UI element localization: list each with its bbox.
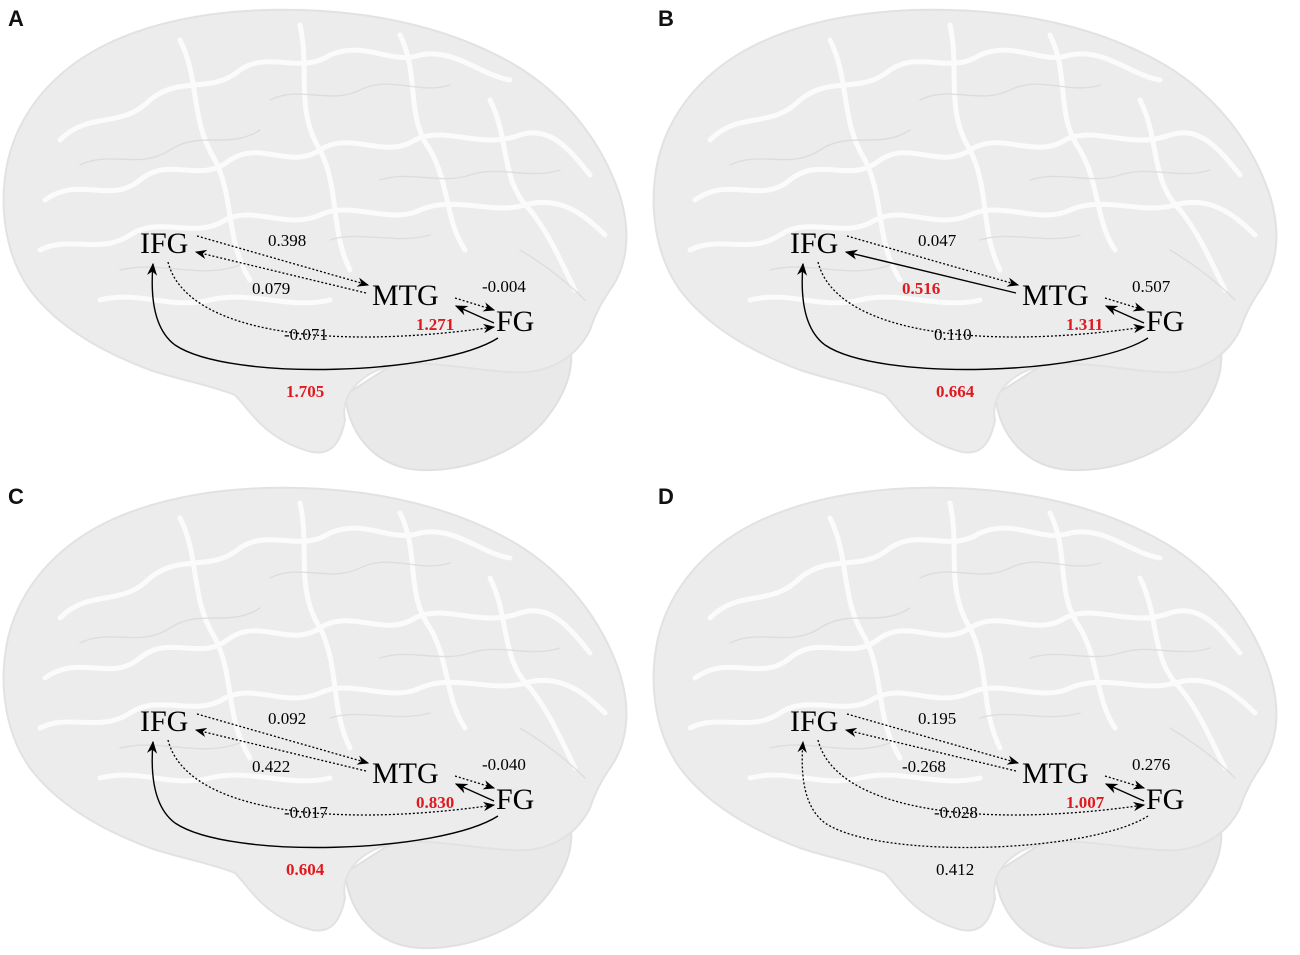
arrow-ifg-to-mtg — [196, 713, 370, 765]
brain-illustration — [652, 8, 1278, 472]
value-fg-to-mtg: 0.830 — [416, 793, 454, 812]
panel-letter: D — [658, 484, 674, 509]
value-mtg-to-ifg: 0.079 — [252, 279, 290, 298]
arrow-ifg-to-mtg — [846, 235, 1020, 287]
panel-b: B IFG MTG FG 0.047 0.516 0.507 1.311 0.1… — [650, 0, 1300, 477]
value-ifg-to-mtg: 0.092 — [268, 709, 306, 728]
cerebrum-shape — [2, 486, 628, 932]
value-ifg-to-mtg: 0.047 — [918, 231, 957, 250]
brain-connectivity-diagram: IFG MTG FG 0.092 0.422 -0.040 0.830 -0.0… — [2, 486, 628, 950]
arrow-fg-to-mtg — [454, 305, 495, 324]
gyri-pattern — [687, 22, 1258, 306]
region-label-mtg: MTG — [1022, 279, 1089, 312]
panel-a: A IFG MTG FG 0.398 0.079 -0.004 1.271 -0… — [0, 0, 650, 477]
value-fg-to-ifg: 0.412 — [936, 860, 974, 879]
panel-letter: B — [658, 6, 674, 31]
value-fg-to-mtg: 1.311 — [1066, 315, 1103, 334]
value-mtg-to-fg: -0.004 — [482, 277, 526, 296]
value-ifg-to-mtg: 0.398 — [268, 231, 306, 250]
brain-connectivity-diagram: IFG MTG FG 0.047 0.516 0.507 1.311 0.110… — [652, 8, 1278, 472]
arrow-fg-to-ifg — [147, 740, 499, 849]
panel-letter: A — [8, 6, 24, 31]
cerebrum-shape — [2, 8, 628, 454]
arrow-ifg-to-mtg — [196, 235, 370, 287]
region-label-mtg: MTG — [372, 757, 439, 790]
brain-illustration — [2, 8, 628, 472]
region-label-ifg: IFG — [790, 705, 838, 738]
arrow-mtg-to-fg — [454, 775, 496, 790]
value-fg-to-mtg: 1.271 — [416, 315, 454, 334]
region-label-ifg: IFG — [790, 227, 838, 260]
gyri-pattern — [37, 500, 608, 784]
value-ifg-to-fg: -0.017 — [284, 803, 328, 822]
value-ifg-to-fg: -0.071 — [284, 325, 328, 344]
region-label-fg: FG — [496, 783, 534, 816]
value-ifg-to-fg: 0.110 — [934, 325, 972, 344]
value-mtg-to-fg: 0.276 — [1132, 755, 1170, 774]
gyri-pattern — [687, 500, 1258, 784]
value-fg-to-ifg: 1.705 — [286, 382, 324, 401]
value-mtg-to-ifg: 0.422 — [252, 757, 290, 776]
arrow-mtg-to-fg — [1104, 297, 1146, 312]
region-label-ifg: IFG — [140, 227, 188, 260]
sulci-pattern — [729, 561, 1236, 779]
arrow-mtg-to-fg — [454, 297, 496, 312]
arrow-mtg-to-ifg — [844, 249, 1017, 294]
value-mtg-to-fg: -0.040 — [482, 755, 526, 774]
region-label-fg: FG — [496, 305, 534, 338]
arrow-fg-to-mtg — [1104, 783, 1145, 802]
arrow-ifg-to-fg — [817, 739, 1146, 816]
region-label-fg: FG — [1146, 305, 1184, 338]
arrow-fg-to-ifg — [797, 262, 1149, 371]
value-ifg-to-fg: -0.028 — [934, 803, 978, 822]
sulci-pattern — [79, 83, 586, 301]
brain-connectivity-diagram: IFG MTG FG 0.195 -0.268 0.276 1.007 -0.0… — [652, 486, 1278, 950]
value-mtg-to-ifg: -0.268 — [902, 757, 946, 776]
sulci-pattern — [79, 561, 586, 779]
arrow-fg-to-mtg — [1104, 305, 1145, 324]
region-label-mtg: MTG — [1022, 757, 1089, 790]
value-mtg-to-ifg: 0.516 — [902, 279, 940, 298]
cerebrum-shape — [652, 8, 1278, 454]
region-label-ifg: IFG — [140, 705, 188, 738]
value-fg-to-ifg: 0.604 — [286, 860, 325, 879]
arrow-ifg-to-fg — [167, 261, 496, 338]
value-fg-to-ifg: 0.664 — [936, 382, 975, 401]
arrow-ifg-to-fg — [167, 739, 496, 816]
gyri-pattern — [37, 22, 608, 306]
region-label-mtg: MTG — [372, 279, 439, 312]
arrow-fg-to-ifg — [147, 262, 499, 371]
value-mtg-to-fg: 0.507 — [1132, 277, 1171, 296]
panel-c: C IFG MTG FG 0.092 0.422 -0.040 0.830 -0… — [0, 478, 650, 955]
value-fg-to-mtg: 1.007 — [1066, 793, 1105, 812]
arrow-mtg-to-ifg — [194, 727, 367, 772]
arrow-mtg-to-ifg — [844, 727, 1017, 772]
arrow-fg-to-mtg — [454, 783, 495, 802]
region-label-fg: FG — [1146, 783, 1184, 816]
panel-letter: C — [8, 484, 24, 509]
brain-connectivity-diagram: IFG MTG FG 0.398 0.079 -0.004 1.271 -0.0… — [2, 8, 628, 472]
brain-illustration — [2, 486, 628, 950]
arrow-ifg-to-mtg — [846, 713, 1020, 765]
arrow-mtg-to-fg — [1104, 775, 1146, 790]
value-ifg-to-mtg: 0.195 — [918, 709, 956, 728]
sulci-pattern — [729, 83, 1236, 301]
cerebrum-shape — [652, 486, 1278, 932]
panel-d: D IFG MTG FG 0.195 -0.268 0.276 1.007 -0… — [650, 478, 1300, 955]
arrow-mtg-to-ifg — [194, 249, 367, 294]
arrow-ifg-to-fg — [817, 261, 1146, 338]
brain-illustration — [652, 486, 1278, 950]
